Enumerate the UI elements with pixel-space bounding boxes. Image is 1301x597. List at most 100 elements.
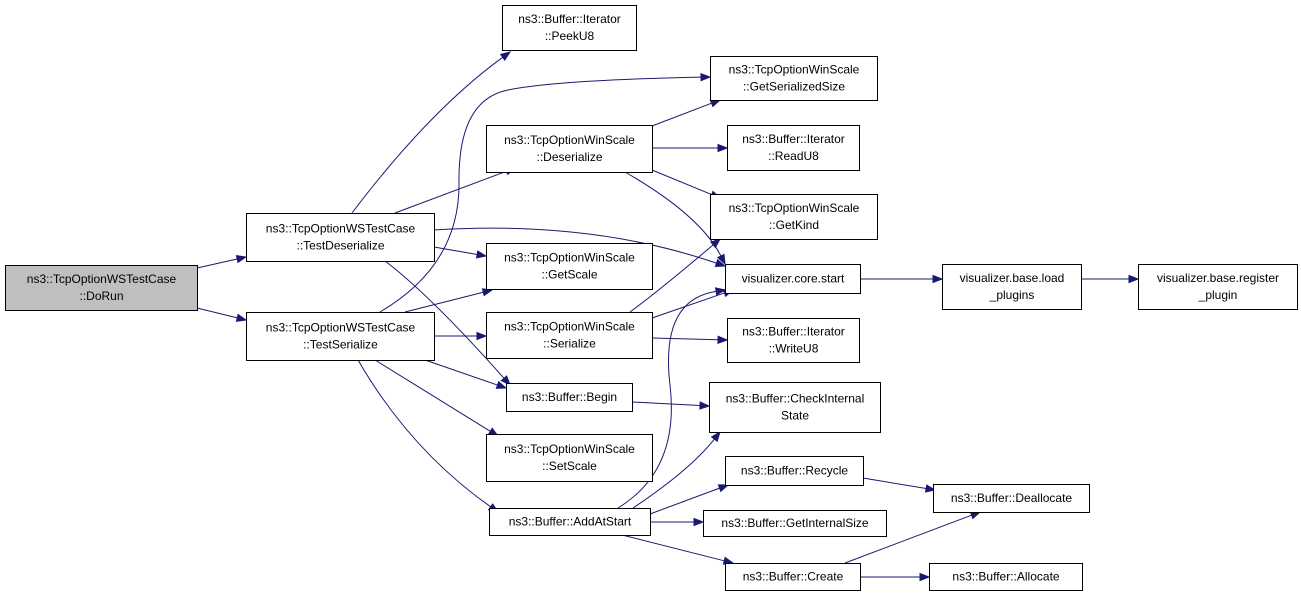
node-deallocate[interactable]: ns3::Buffer::Deallocate xyxy=(933,484,1090,513)
node-box[interactable] xyxy=(486,125,653,173)
node-box[interactable] xyxy=(1138,264,1298,310)
node-testser[interactable]: ns3::TcpOptionWSTestCase::TestSerialize xyxy=(246,312,435,361)
edge-line xyxy=(384,260,505,379)
edge-line xyxy=(649,487,720,515)
node-box[interactable] xyxy=(506,383,633,412)
node-box[interactable] xyxy=(727,318,860,363)
node-box[interactable] xyxy=(502,5,637,51)
node-testdeser[interactable]: ns3::TcpOptionWSTestCase::TestDeserializ… xyxy=(246,213,435,262)
node-label-line: ns3::TcpOptionWSTestCase xyxy=(266,321,416,335)
node-getkind[interactable]: ns3::TcpOptionWinScale::GetKind xyxy=(710,194,878,240)
edge-loadplugins-to-regplugin xyxy=(1081,274,1140,284)
node-addatstart[interactable]: ns3::Buffer::AddAtStart xyxy=(489,508,651,536)
node-peeku8[interactable]: ns3::Buffer::Iterator::PeekU8 xyxy=(502,5,637,51)
node-box[interactable] xyxy=(942,264,1082,310)
edge-line xyxy=(196,307,238,319)
edge-line xyxy=(351,56,504,214)
node-label-line: visualizer.core.start xyxy=(742,272,845,286)
node-label-line: ::GetKind xyxy=(769,218,819,232)
node-box[interactable] xyxy=(727,125,860,171)
node-label-line: ns3::TcpOptionWinScale xyxy=(504,442,635,456)
node-setscale[interactable]: ns3::TcpOptionWinScale::SetScale xyxy=(486,434,653,482)
edge-testdeser-to-deserialize xyxy=(394,167,517,214)
edge-arrowhead xyxy=(475,250,488,259)
node-label-line: ::PeekU8 xyxy=(545,29,595,43)
edge-dorun-to-testdeser xyxy=(196,254,248,269)
edge-arrowhead xyxy=(699,401,711,410)
node-box[interactable] xyxy=(710,194,878,240)
edge-deserialize-to-getsersize xyxy=(651,99,722,127)
edge-line xyxy=(433,246,478,255)
edge-arrowhead xyxy=(700,72,712,82)
node-label-line: ::ReadU8 xyxy=(768,149,819,163)
node-label-line: ns3::Buffer::Iterator xyxy=(742,325,845,339)
node-recycle[interactable]: ns3::Buffer::Recycle xyxy=(725,456,864,486)
node-label-line: ns3::TcpOptionWSTestCase xyxy=(27,272,177,286)
node-deserialize[interactable]: ns3::TcpOptionWinScale::Deserialize xyxy=(486,125,653,173)
node-box[interactable] xyxy=(725,456,864,486)
edge-line xyxy=(632,438,715,509)
node-box[interactable] xyxy=(246,312,435,361)
node-readu8[interactable]: ns3::Buffer::Iterator::ReadU8 xyxy=(727,125,860,171)
call-nodes: ns3::TcpOptionWSTestCase::DoRunns3::TcpO… xyxy=(5,5,1298,591)
node-label-line: ::TestSerialize xyxy=(303,338,378,352)
node-label-line: visualizer.base.load xyxy=(960,271,1065,285)
node-box[interactable] xyxy=(486,434,653,482)
node-label-line: visualizer.base.register xyxy=(1157,271,1279,285)
edge-arrowhead xyxy=(235,313,248,322)
edge-arrowhead xyxy=(235,254,248,264)
node-label-line: ns3::TcpOptionWinScale xyxy=(504,133,635,147)
edge-testdeser-to-getscale xyxy=(433,246,488,259)
node-label-line: ::SetScale xyxy=(542,459,597,473)
node-create[interactable]: ns3::Buffer::Create xyxy=(725,563,861,591)
node-box[interactable] xyxy=(709,382,881,433)
edge-arrowhead xyxy=(919,572,931,582)
node-box[interactable] xyxy=(725,563,861,591)
node-label-line: ns3::Buffer::Deallocate xyxy=(951,491,1073,505)
node-label-line: ns3::Buffer::Begin xyxy=(522,390,617,404)
node-box[interactable] xyxy=(929,563,1083,591)
edge-line xyxy=(621,534,725,562)
edge-line xyxy=(862,477,927,490)
node-box[interactable] xyxy=(5,265,198,311)
edge-arrowhead xyxy=(716,253,726,266)
edge-arrowhead xyxy=(499,51,512,62)
node-box[interactable] xyxy=(933,484,1090,513)
node-vstart[interactable]: visualizer.core.start xyxy=(725,264,861,294)
node-regplugin[interactable]: visualizer.base.register _plugin xyxy=(1138,264,1298,310)
node-label-line: ns3::Buffer::Iterator xyxy=(518,12,621,26)
node-loadplugins[interactable]: visualizer.base.load _plugins xyxy=(942,264,1082,310)
node-label-line: ::Deserialize xyxy=(536,150,602,164)
edge-testser-to-begin xyxy=(424,359,508,389)
node-box[interactable] xyxy=(246,213,435,262)
node-box[interactable] xyxy=(725,264,861,294)
node-allocate[interactable]: ns3::Buffer::Allocate xyxy=(929,563,1083,591)
node-label-line: ns3::Buffer::Create xyxy=(743,570,844,584)
node-getsersize[interactable]: ns3::TcpOptionWinScale::GetSerializedSiz… xyxy=(710,56,878,101)
node-label-line: _plugin xyxy=(1198,288,1238,302)
node-getscale[interactable]: ns3::TcpOptionWinScale::GetScale xyxy=(486,243,653,290)
node-label-line: _plugins xyxy=(989,288,1035,302)
edge-line xyxy=(424,359,498,386)
node-box[interactable] xyxy=(489,508,651,536)
node-dorun[interactable]: ns3::TcpOptionWSTestCase::DoRun xyxy=(5,265,198,311)
edge-arrowhead xyxy=(717,143,729,153)
node-box[interactable] xyxy=(710,56,878,101)
node-box[interactable] xyxy=(486,243,653,290)
node-label-line: ns3::TcpOptionWinScale xyxy=(729,63,860,77)
edge-arrowhead xyxy=(710,238,722,249)
node-box[interactable] xyxy=(486,312,653,359)
node-getintsize[interactable]: ns3::Buffer::GetInternalSize xyxy=(703,510,887,537)
edge-addatstart-to-create xyxy=(621,534,735,565)
node-begin[interactable]: ns3::Buffer::Begin xyxy=(506,383,633,412)
edge-arrowhead xyxy=(1128,274,1140,284)
edge-line xyxy=(196,258,238,269)
node-label-line: ::Serialize xyxy=(543,337,596,351)
node-box[interactable] xyxy=(703,510,887,537)
edge-line xyxy=(357,359,491,508)
node-writeu8[interactable]: ns3::Buffer::Iterator::WriteU8 xyxy=(727,318,860,363)
node-serialize[interactable]: ns3::TcpOptionWinScale::Serialize xyxy=(486,312,653,359)
edge-serialize-to-writeu8 xyxy=(651,335,729,344)
node-label-line: ns3::Buffer::GetInternalSize xyxy=(721,516,869,530)
